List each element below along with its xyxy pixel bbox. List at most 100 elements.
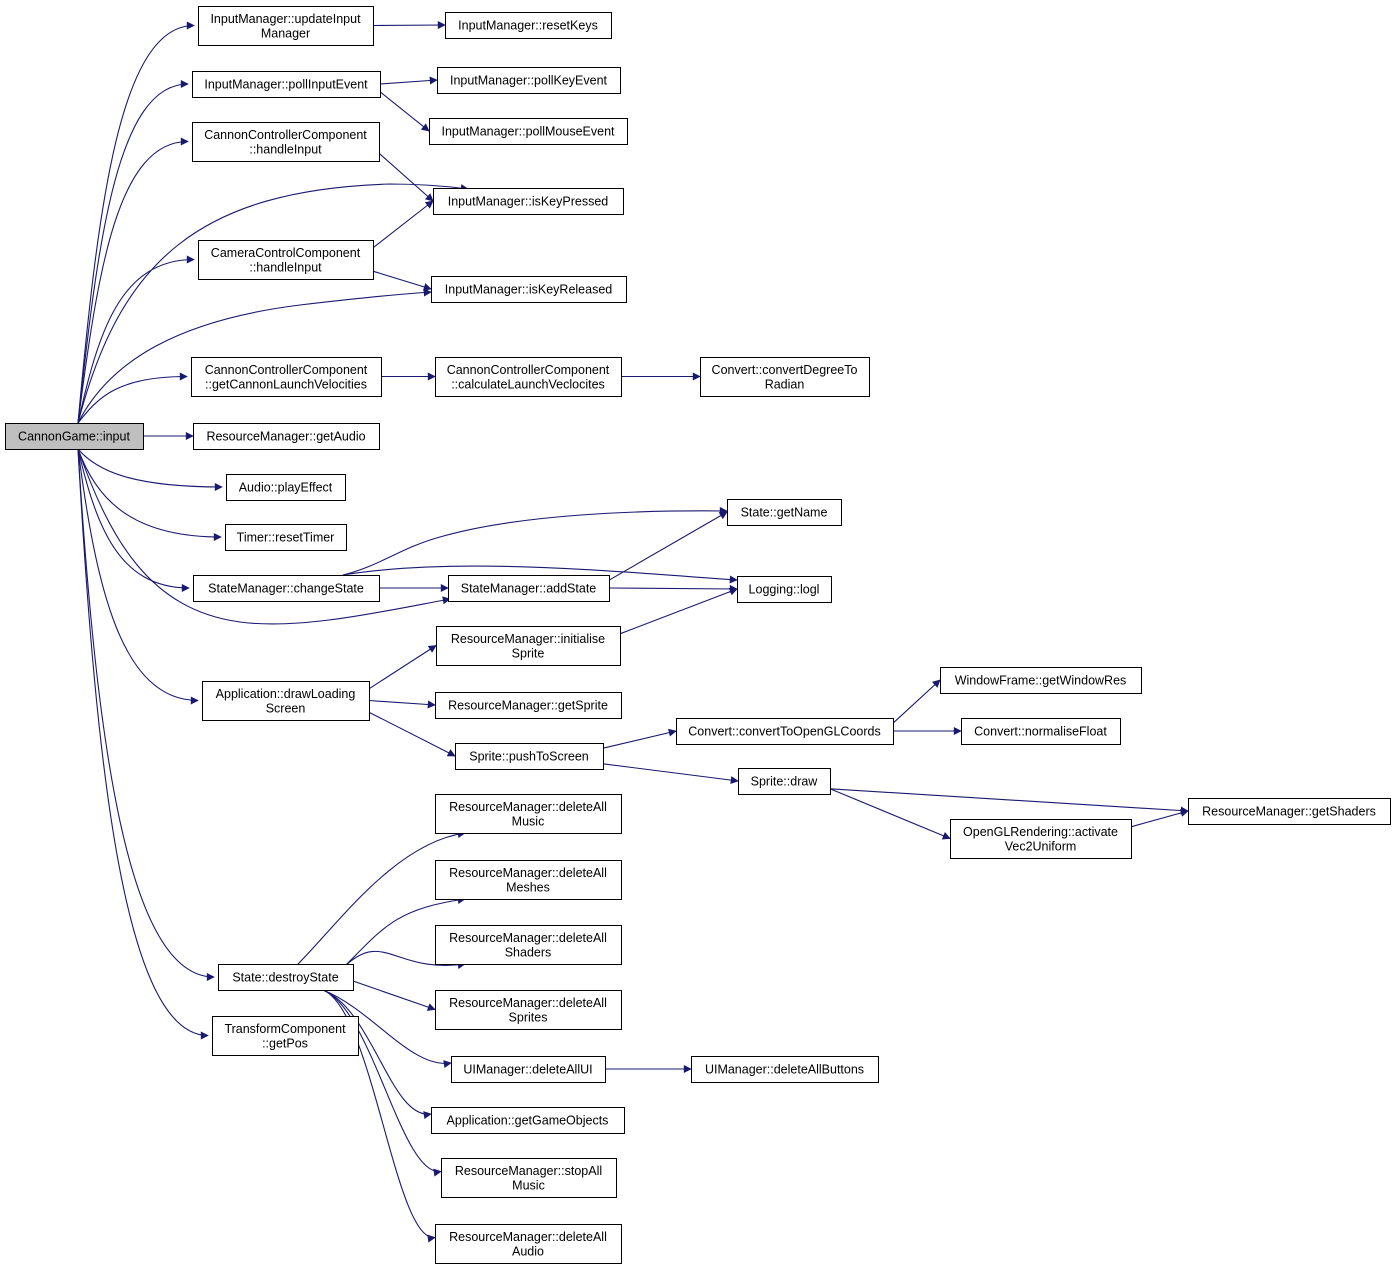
call-edge (77, 288, 432, 424)
node-box (737, 576, 832, 603)
node-box (431, 1107, 625, 1134)
function-node[interactable]: InputManager::pollInputEvent (192, 71, 381, 98)
function-node[interactable]: InputManager::isKeyPressed (433, 188, 624, 215)
call-edge (77, 448, 215, 981)
function-node[interactable]: State::destroyState (218, 964, 354, 991)
function-node[interactable]: CannonControllerComponent::handleInput (192, 122, 380, 162)
call-arrow (77, 80, 189, 424)
call-edge (77, 372, 188, 424)
node-label: Radian (765, 377, 805, 391)
function-node[interactable]: TransformComponent::getPos (212, 1016, 359, 1056)
node-box (727, 499, 842, 526)
call-edge (342, 506, 728, 576)
function-node[interactable]: Sprite::pushToScreen (455, 743, 604, 770)
function-node[interactable]: Convert::convertToOpenGLCoords (676, 718, 894, 745)
node-label: InputManager::pollMouseEvent (441, 125, 615, 139)
node-box (218, 964, 354, 991)
node-label: Screen (266, 701, 306, 715)
function-node[interactable]: UIManager::deleteAllButtons (691, 1056, 879, 1083)
node-box (435, 860, 622, 900)
function-node[interactable]: StateManager::changeState (193, 575, 380, 602)
node-label: ResourceManager::stopAll (455, 1164, 602, 1178)
function-node[interactable]: State::getName (727, 499, 842, 526)
function-node[interactable]: UIManager::deleteAllUI (451, 1056, 606, 1083)
call-edge (77, 448, 199, 705)
call-arrow (77, 255, 195, 424)
function-node[interactable]: CannonControllerComponent::getCannonLaun… (191, 357, 382, 397)
node-box (961, 718, 1121, 745)
function-node[interactable]: ResourceManager::getSprite (435, 692, 622, 719)
function-node[interactable]: Audio::playEffect (226, 474, 346, 501)
function-node[interactable]: InputManager::pollMouseEvent (429, 118, 628, 145)
node-label: Shaders (505, 945, 552, 959)
function-node[interactable]: Application::getGameObjects (431, 1107, 625, 1134)
node-label: InputManager::updateInput (210, 12, 361, 26)
function-node[interactable]: ResourceManager::getAudio (193, 423, 380, 450)
call-edge (342, 950, 466, 969)
call-arrow (372, 270, 432, 291)
call-arrow (342, 950, 466, 969)
node-box (437, 67, 621, 94)
function-node[interactable]: Convert::normaliseFloat (961, 718, 1121, 745)
node-label: OpenGLRendering::activate (963, 825, 1118, 839)
call-edge (368, 711, 456, 757)
function-node[interactable]: Timer::resetTimer (225, 524, 347, 551)
call-arrow (77, 448, 190, 592)
function-node[interactable]: ResourceManager::getShaders (1188, 798, 1391, 825)
node-label: Application::getGameObjects (447, 1114, 609, 1128)
function-node[interactable]: WindowFrame::getWindowRes (940, 667, 1142, 694)
function-node[interactable]: InputManager::isKeyReleased (431, 276, 627, 303)
node-label: State::getName (741, 506, 828, 520)
node-box (448, 575, 610, 602)
call-arrow (77, 372, 188, 424)
call-edge (602, 763, 739, 785)
call-arrow (379, 91, 430, 132)
node-box (193, 575, 380, 602)
root-function-node[interactable]: CannonGame::input (5, 423, 144, 450)
node-box (226, 474, 346, 501)
function-node[interactable]: CameraControlComponent::handleInput (198, 240, 374, 280)
node-box (436, 626, 621, 666)
call-arrow (322, 989, 442, 1177)
call-arrow (368, 711, 456, 757)
function-node[interactable]: StateManager::addState (448, 575, 610, 602)
node-label: UIManager::deleteAllUI (463, 1063, 592, 1077)
function-node[interactable]: Logging::logl (737, 576, 832, 603)
function-node[interactable]: CannonControllerComponent::calculateLaun… (435, 357, 622, 397)
node-label: StateManager::changeState (208, 582, 364, 596)
call-edge (77, 448, 209, 1040)
function-node[interactable]: InputManager::resetKeys (445, 12, 612, 39)
call-arrow (77, 183, 469, 424)
call-edge (322, 989, 432, 1120)
node-box (198, 6, 374, 46)
nodes-layer: CannonGame::input InputManager::updateInp… (5, 6, 1391, 1264)
call-arrow (378, 152, 434, 202)
node-label: StateManager::addState (461, 582, 597, 596)
call-arrow (77, 448, 209, 1040)
call-edge (892, 679, 941, 724)
call-edge (322, 989, 442, 1177)
call-edge (368, 699, 436, 709)
call-arrow (608, 511, 728, 581)
node-box (700, 357, 870, 397)
call-arrow (77, 448, 451, 625)
call-arrow (77, 137, 189, 424)
node-label: Music (512, 814, 545, 828)
function-node[interactable]: Sprite::draw (738, 768, 831, 795)
function-node[interactable]: InputManager::pollKeyEvent (437, 67, 621, 94)
call-arrow (297, 830, 466, 965)
call-arrow (829, 788, 1189, 815)
node-label: CannonControllerComponent (204, 128, 367, 142)
